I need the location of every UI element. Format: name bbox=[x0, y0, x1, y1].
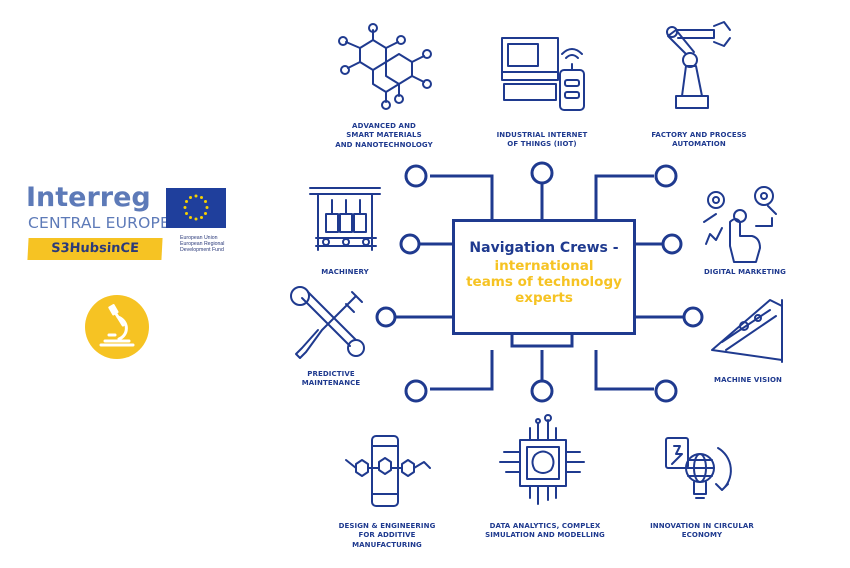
label-circular: INNOVATION IN CIRCULAR ECONOMY bbox=[640, 522, 764, 541]
eu-flag-icon bbox=[166, 188, 226, 228]
camera-scanner-icon bbox=[711, 299, 783, 363]
machine-press-icon bbox=[309, 187, 381, 251]
node-bottom-right bbox=[654, 379, 678, 403]
eu-line-1: European Union bbox=[180, 235, 218, 241]
label-machinery: MACHINERY bbox=[300, 268, 390, 277]
center-subtitle-line-1: international bbox=[494, 258, 594, 274]
label-materials-line-2: SMART MATERIALS bbox=[346, 131, 422, 140]
label-design-line-2: FOR ADDITIVE bbox=[358, 531, 416, 540]
central-europe-text: CENTRAL EUROPE bbox=[28, 214, 171, 232]
node-bottom-left bbox=[404, 379, 428, 403]
label-predictive-line-1: PREDICTIVE bbox=[307, 370, 355, 378]
label-automation-line-1: FACTORY AND PROCESS bbox=[651, 131, 747, 139]
center-monitor bbox=[452, 219, 636, 335]
label-predictive-line-2: MAINTENANCE bbox=[301, 379, 361, 388]
eu-fund-caption: European Union European Regional Develop… bbox=[180, 235, 240, 254]
label-circular-line-2: ECONOMY bbox=[681, 531, 723, 540]
label-materials-line-1: ADVANCED AND bbox=[352, 122, 416, 130]
center-subtitle: international teams of technology expert… bbox=[452, 258, 636, 307]
label-machinery-line-1: MACHINERY bbox=[321, 268, 369, 276]
label-iiot-line-1: INDUSTRIAL INTERNET bbox=[496, 131, 588, 139]
label-analytics-line-2: SIMULATION AND MODELLING bbox=[485, 531, 605, 540]
center-subtitle-line-3: experts bbox=[515, 290, 573, 307]
label-design-line-3: MANUFACTURING bbox=[352, 540, 422, 549]
node-bottom-middle bbox=[530, 379, 554, 403]
node-top-middle bbox=[530, 161, 554, 185]
label-materials-line-3: AND NANOTECHNOLOGY bbox=[335, 140, 433, 149]
eu-line-2: European Regional bbox=[180, 240, 225, 247]
label-automation: FACTORY AND PROCESS AUTOMATION bbox=[640, 131, 758, 150]
label-predictive: PREDICTIVE MAINTENANCE bbox=[286, 370, 376, 389]
label-iiot: INDUSTRIAL INTERNET OF THINGS (IIOT) bbox=[484, 131, 600, 150]
label-automation-line-2: AUTOMATION bbox=[672, 140, 726, 149]
wrench-screwdriver-icon bbox=[290, 286, 365, 359]
label-design: DESIGN & ENGINEERING FOR ADDITIVE MANUFA… bbox=[330, 522, 444, 550]
node-left-lower bbox=[375, 306, 397, 328]
label-machine-vision: MACHINE VISION bbox=[698, 376, 798, 385]
label-design-line-1: DESIGN & ENGINEERING bbox=[338, 522, 436, 530]
label-analytics: DATA ANALYTICS, COMPLEX SIMULATION AND M… bbox=[478, 522, 612, 541]
interreg-logo-text: Interreg bbox=[26, 182, 151, 213]
label-circular-line-1: INNOVATION IN CIRCULAR bbox=[650, 522, 754, 530]
node-right-lower bbox=[682, 306, 704, 328]
node-left-upper bbox=[399, 233, 421, 255]
bulb-globe-icon bbox=[665, 437, 732, 499]
microscope-icon bbox=[99, 304, 135, 347]
phone-3d-print-icon bbox=[345, 435, 431, 507]
label-analytics-line-1: DATA ANALYTICS, COMPLEX bbox=[489, 522, 601, 530]
label-iiot-line-2: OF THINGS (IIOT) bbox=[507, 140, 577, 149]
node-right-upper bbox=[661, 233, 683, 255]
label-machine-vision-line-1: MACHINE VISION bbox=[714, 376, 782, 384]
center-subtitle-line-2: teams of technology bbox=[466, 274, 622, 291]
label-digital-marketing-line-1: DIGITAL MARKETING bbox=[704, 268, 786, 276]
label-materials: ADVANCED AND SMART MATERIALS AND NANOTEC… bbox=[326, 122, 442, 150]
brain-chip-icon bbox=[499, 414, 585, 505]
microscope-badge bbox=[85, 295, 149, 359]
gears-touch-icon bbox=[703, 186, 777, 263]
label-digital-marketing: DIGITAL MARKETING bbox=[690, 268, 800, 277]
eu-line-3: Development Fund bbox=[180, 246, 224, 253]
center-title: Navigation Crews - bbox=[469, 240, 619, 256]
node-top-right bbox=[654, 164, 678, 188]
robot-arm-icon bbox=[666, 21, 731, 109]
node-top-left bbox=[404, 164, 428, 188]
molecule-lattice-icon bbox=[338, 23, 432, 110]
iot-device-icon bbox=[501, 37, 585, 111]
